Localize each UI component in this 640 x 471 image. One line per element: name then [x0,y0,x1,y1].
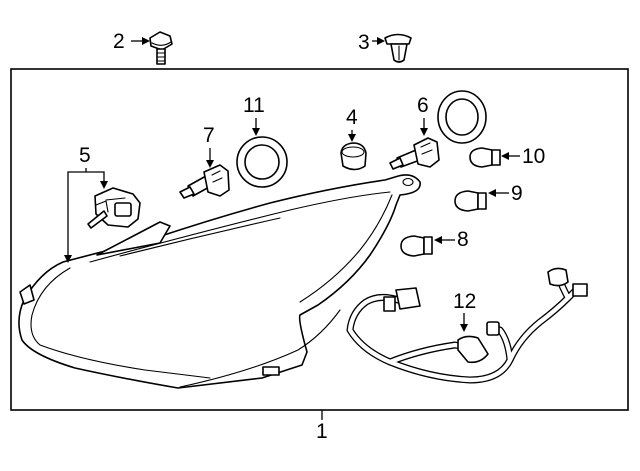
bolt-part-2[interactable] [149,31,173,65]
seal-ring-upper[interactable] [437,90,487,144]
leveling-actuator-part-5[interactable] [87,187,141,229]
wiring-harness-part-12[interactable] [346,267,588,384]
callout-12: 12 [453,290,476,313]
cap-part-4[interactable] [340,142,367,171]
headlamp-housing-part-1[interactable] [18,174,421,389]
callout-1: 1 [316,420,328,443]
callout-11: 11 [243,94,265,117]
bulb-part-8[interactable] [400,235,433,257]
callout-2: 2 [113,30,125,53]
bulb-part-6[interactable] [389,137,440,170]
assembly-frame [10,68,629,411]
seal-ring-part-11[interactable] [236,136,288,188]
clip-part-3[interactable] [384,33,412,63]
callout-9: 9 [511,182,523,205]
callout-6: 6 [417,94,429,117]
callout-3: 3 [358,31,370,54]
bulb-part-7[interactable] [179,164,230,199]
callout-10: 10 [522,145,545,168]
callout-5: 5 [79,144,91,167]
callout-4: 4 [346,106,358,129]
bulb-part-10[interactable] [469,147,501,168]
callout-7: 7 [203,124,215,147]
bulb-part-9[interactable] [454,190,487,212]
callout-8: 8 [457,228,469,251]
